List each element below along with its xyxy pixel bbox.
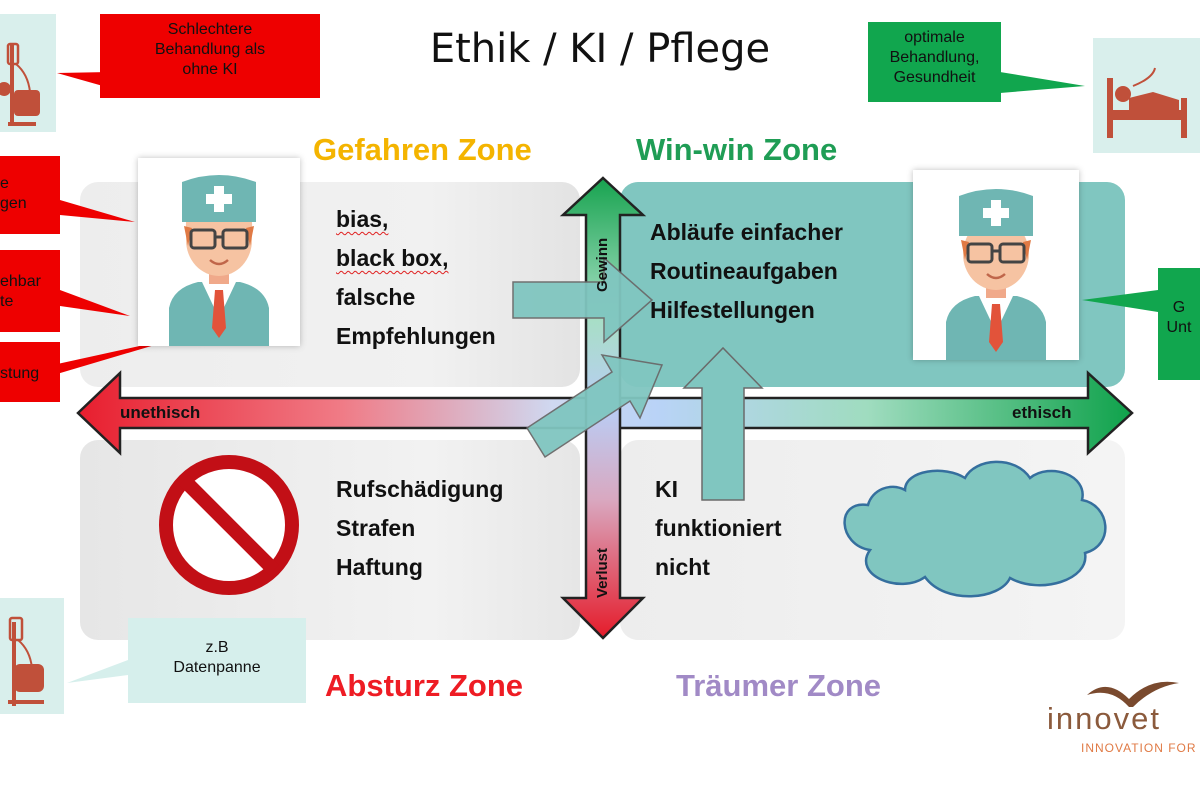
quadrant-text-top-left: bias, black box, falsche Empfehlungen bbox=[336, 200, 496, 356]
quadrant-text-top-right: Abläufe einfacher Routineaufgaben Hilfes… bbox=[650, 213, 843, 330]
patient-iv-icon-top bbox=[0, 14, 56, 132]
text-line: Hilfestellungen bbox=[650, 297, 815, 323]
callout-tail-top-left bbox=[57, 72, 110, 88]
quadrant-text-bottom-right: KI funktioniert nicht bbox=[655, 470, 782, 587]
quadrant-text-bottom-left: Rufschädigung Strafen Haftung bbox=[336, 470, 503, 587]
callout-line: ohne KI bbox=[182, 61, 238, 78]
callout-right: G Unt bbox=[1158, 268, 1200, 380]
doctor-card-left bbox=[138, 158, 300, 346]
callout-tail-bottom bbox=[67, 660, 128, 683]
callout-tail-left-2 bbox=[60, 290, 130, 316]
logo-name: innovet bbox=[1047, 701, 1161, 736]
teal-arrow-up bbox=[682, 346, 764, 501]
callout-line: e bbox=[0, 175, 9, 192]
callout-line: te bbox=[0, 293, 14, 310]
text-line: funktioniert bbox=[655, 515, 782, 541]
callout-tail-top-right bbox=[1000, 72, 1085, 93]
text-line: nicht bbox=[655, 554, 710, 580]
callout-left-3: stung bbox=[0, 342, 60, 402]
text-line: KI bbox=[655, 476, 678, 502]
callout-line: Gesundheit bbox=[893, 69, 976, 86]
axis-label-unethical: unethisch bbox=[120, 403, 201, 422]
text-line: Strafen bbox=[336, 515, 416, 541]
callout-line: gen bbox=[0, 195, 27, 212]
callout-tail-right bbox=[1082, 290, 1158, 312]
callout-optimal-treatment: optimale Behandlung, Gesundheit bbox=[868, 22, 1001, 102]
callout-worse-treatment: Schlechtere Behandlung als ohne KI bbox=[100, 14, 320, 98]
text-line: Routineaufgaben bbox=[650, 258, 838, 284]
callout-data-breach: z.B Datenpanne bbox=[128, 618, 306, 703]
text-line: Abläufe einfacher bbox=[650, 219, 843, 245]
bird-icon bbox=[1087, 681, 1179, 707]
callout-left-2: ehbar te bbox=[0, 250, 60, 332]
doctor-icon bbox=[138, 158, 300, 346]
callout-line: Schlechtere bbox=[167, 21, 253, 38]
patient-iv-icon-bottom bbox=[0, 598, 64, 714]
callout-line: optimale bbox=[904, 29, 965, 46]
callout-tail-left-1 bbox=[60, 200, 135, 222]
text-line: bias, bbox=[336, 206, 389, 232]
doctor-icon bbox=[913, 170, 1079, 360]
zone-label-danger: Gefahren Zone bbox=[313, 132, 532, 167]
zone-label-dreamer: Träumer Zone bbox=[676, 668, 881, 703]
callout-line: Behandlung als bbox=[154, 41, 266, 58]
callout-line: ehbar bbox=[0, 273, 41, 290]
callout-line: Behandlung, bbox=[889, 49, 980, 66]
callout-line: z.B bbox=[205, 639, 229, 656]
callout-line: stung bbox=[0, 365, 40, 382]
text-line: black box, bbox=[336, 245, 449, 271]
text-line: Rufschädigung bbox=[336, 476, 504, 502]
callout-line: Unt bbox=[1166, 319, 1192, 336]
axis-label-gain: Gewinn bbox=[594, 237, 611, 292]
page-title: Ethik / KI / Pflege bbox=[429, 26, 771, 72]
axis-label-loss: Verlust bbox=[594, 547, 611, 598]
zone-label-crash: Absturz Zone bbox=[325, 668, 524, 703]
text-line: Empfehlungen bbox=[336, 323, 496, 349]
patient-bed-icon bbox=[1093, 38, 1200, 153]
teal-arrow-right bbox=[512, 256, 654, 344]
cloud-shape bbox=[843, 460, 1107, 598]
callout-line: G bbox=[1172, 299, 1186, 316]
logo-tagline: INNOVATION FOR bbox=[1081, 741, 1197, 755]
callout-left-1: e gen bbox=[0, 156, 60, 234]
prohibition-sign bbox=[159, 455, 299, 595]
doctor-card-right bbox=[913, 170, 1079, 360]
zone-label-winwin: Win-win Zone bbox=[636, 132, 838, 167]
innovet-logo: innovet INNOVATION FOR bbox=[1043, 673, 1200, 759]
axis-label-ethical: ethisch bbox=[1012, 403, 1072, 422]
text-line: falsche bbox=[336, 284, 416, 310]
teal-arrow-diagonal bbox=[525, 353, 664, 459]
text-line: Haftung bbox=[336, 554, 423, 580]
callout-tail-left-3 bbox=[30, 336, 185, 382]
callout-line: Datenpanne bbox=[173, 659, 261, 676]
